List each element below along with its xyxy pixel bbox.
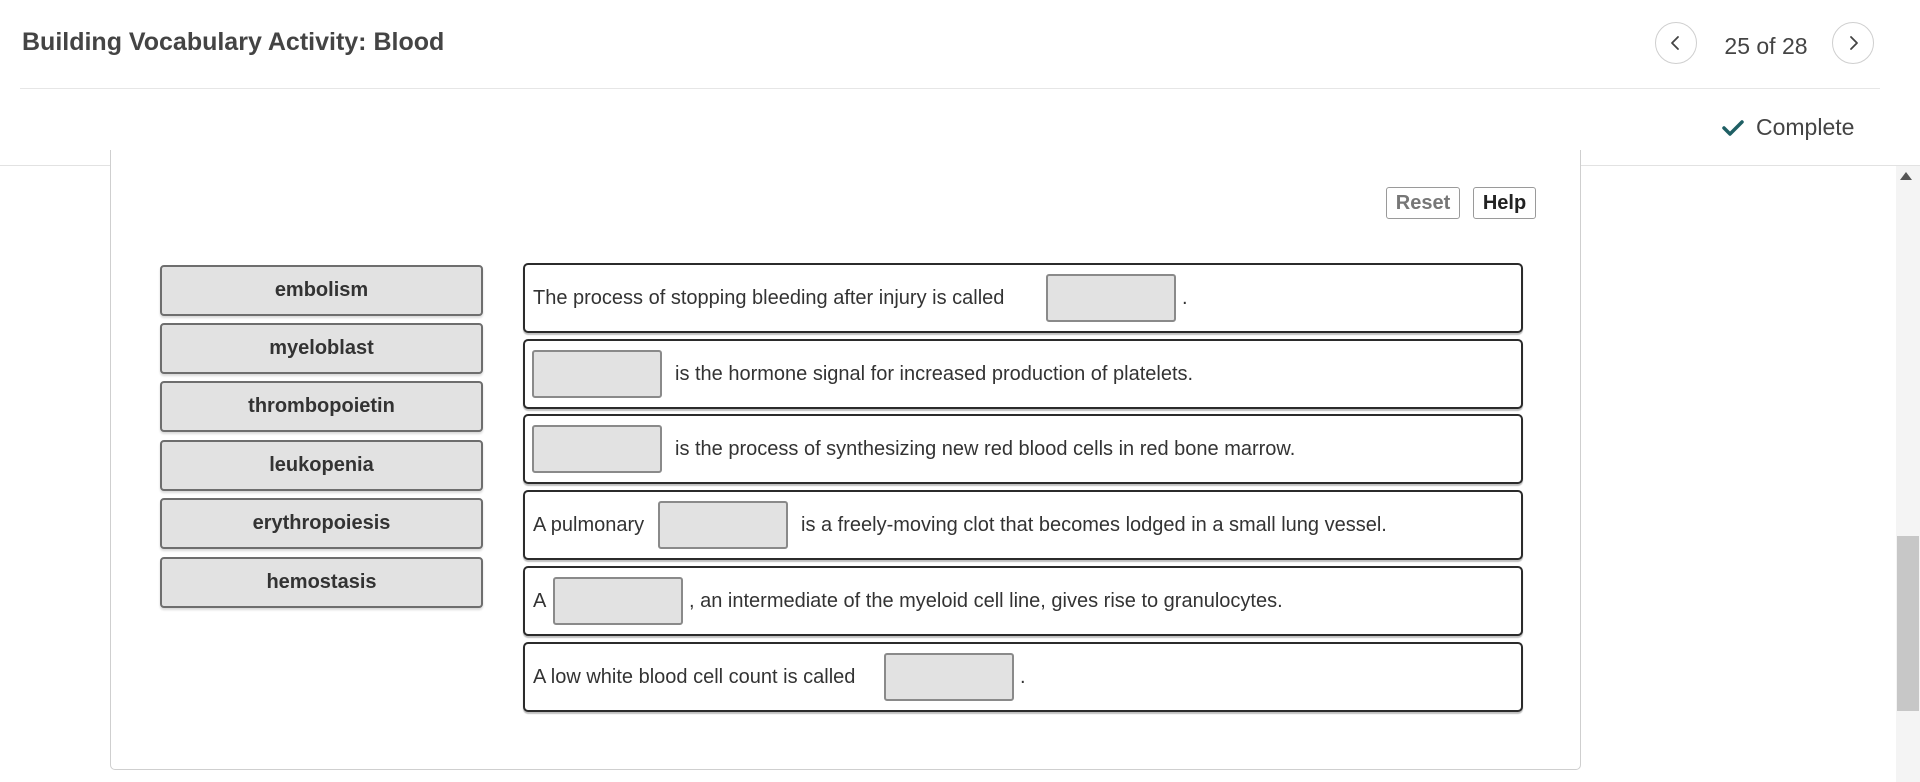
term-tile-hemostasis[interactable]: hemostasis xyxy=(160,557,483,608)
sentence-row-1: The process of stopping bleeding after i… xyxy=(523,263,1523,333)
sentence-row-6: A low white blood cell count is called . xyxy=(523,642,1523,712)
sentence-4-text-before: A pulmonary xyxy=(533,514,645,536)
page-title: Building Vocabulary Activity: Blood xyxy=(22,28,445,56)
term-tile-embolism[interactable]: embolism xyxy=(160,265,483,316)
reset-button[interactable]: Reset xyxy=(1386,187,1460,219)
sentence-4-text-after: is a freely-moving clot that becomes lod… xyxy=(801,514,1387,536)
sentence-2-text-after: is the hormone signal for increased prod… xyxy=(675,363,1194,385)
drop-target-5[interactable] xyxy=(553,577,683,625)
drop-target-4[interactable] xyxy=(658,501,788,549)
drop-target-6[interactable] xyxy=(884,653,1014,701)
scroll-up-arrow-icon[interactable] xyxy=(1900,172,1912,180)
scrollbar-thumb[interactable] xyxy=(1897,536,1919,711)
completion-status-label: Complete xyxy=(1756,114,1855,140)
term-tile-erythropoiesis[interactable]: erythropoiesis xyxy=(160,498,483,549)
sentence-row-2: is the hormone signal for increased prod… xyxy=(523,339,1523,409)
activity-header: Building Vocabulary Activity: Blood 25 o… xyxy=(0,0,1920,166)
completion-status: Complete xyxy=(1722,114,1854,141)
drop-target-2[interactable] xyxy=(532,350,662,398)
sentence-row-4: A pulmonary is a freely-moving clot that… xyxy=(523,490,1523,560)
sentence-5-text-before: A xyxy=(533,590,547,612)
sentence-3-text-after: is the process of synthesizing new red b… xyxy=(675,438,1296,460)
drop-target-1[interactable] xyxy=(1046,274,1176,322)
header-divider xyxy=(20,88,1880,89)
sentence-6-text-after: . xyxy=(1020,666,1026,688)
chevron-right-icon xyxy=(1850,36,1858,50)
sentence-5-text-after: , an intermediate of the myeloid cell li… xyxy=(689,590,1283,612)
next-button[interactable] xyxy=(1832,22,1874,64)
drop-target-3[interactable] xyxy=(532,425,662,473)
previous-button[interactable] xyxy=(1655,22,1697,64)
help-button[interactable]: Help xyxy=(1473,187,1536,219)
sentence-row-5: A , an intermediate of the myeloid cell … xyxy=(523,566,1523,636)
sentence-1-text-after: . xyxy=(1182,287,1188,309)
checkmark-icon xyxy=(1722,119,1744,136)
sentence-6-text-before: A low white blood cell count is called xyxy=(533,666,856,688)
sentence-1-text-before: The process of stopping bleeding after i… xyxy=(533,287,1005,309)
term-tile-myeloblast[interactable]: myeloblast xyxy=(160,323,483,374)
term-tile-leukopenia[interactable]: leukopenia xyxy=(160,440,483,491)
sentence-row-3: is the process of synthesizing new red b… xyxy=(523,414,1523,484)
chevron-left-icon xyxy=(1671,36,1679,50)
term-tile-thrombopoietin[interactable]: thrombopoietin xyxy=(160,381,483,432)
page-counter: 25 of 28 xyxy=(1724,33,1808,59)
